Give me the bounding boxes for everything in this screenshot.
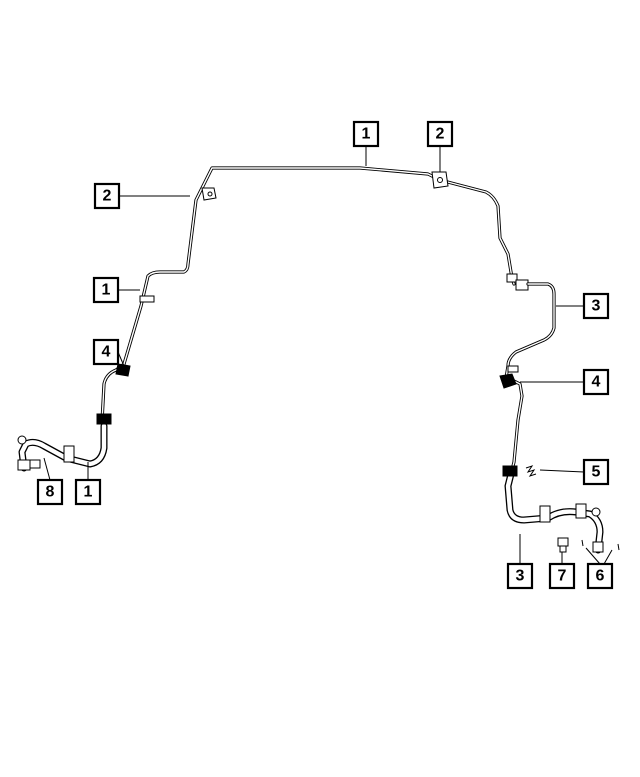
callout-label: 1 <box>362 126 371 143</box>
right-flex-hose <box>502 465 604 554</box>
callout-label: 4 <box>102 344 111 361</box>
callout-6: 6 <box>586 562 614 590</box>
callout-label: 7 <box>558 568 567 585</box>
callout-7: 7 <box>548 562 576 590</box>
callout-4-left: 4 <box>92 338 120 366</box>
tube-clip-4-left <box>115 363 131 377</box>
callout-4-right: 4 <box>582 368 610 396</box>
part-6-washers <box>581 539 620 551</box>
callout-3-right: 3 <box>582 292 610 320</box>
callout-1-left: 1 <box>92 276 120 304</box>
left-flex-hose <box>17 413 112 472</box>
callout-8: 8 <box>36 478 64 506</box>
callout-1-bottom: 1 <box>74 478 102 506</box>
callout-2-left: 2 <box>93 182 121 210</box>
part-5-clip <box>525 465 537 477</box>
tube-bracket-right <box>431 160 449 189</box>
callout-label: 2 <box>103 188 112 205</box>
callout-label: 3 <box>592 298 601 315</box>
callout-2-top: 2 <box>426 120 454 148</box>
callout-label: 5 <box>592 464 601 481</box>
tube-clip-left <box>201 187 217 201</box>
tube-tag-left <box>139 295 155 303</box>
main-brake-tube <box>100 166 516 424</box>
callout-label: 3 <box>516 568 525 585</box>
leader-lines <box>43 146 613 565</box>
callout-label: 2 <box>436 126 445 143</box>
callout-1-top: 1 <box>352 120 380 148</box>
callout-3-bottom: 3 <box>506 562 534 590</box>
callout-label: 4 <box>592 374 601 391</box>
part-7-bolt <box>557 537 569 553</box>
callout-5: 5 <box>582 458 610 486</box>
tube-clip-4-right <box>499 365 519 389</box>
right-brake-tube <box>504 282 556 472</box>
callout-label: 8 <box>46 484 55 501</box>
callout-label: 6 <box>596 568 605 585</box>
part-8-bolt <box>29 459 41 469</box>
callout-label: 1 <box>102 282 111 299</box>
callout-label: 1 <box>84 484 93 501</box>
tube-fitting-right <box>506 273 529 291</box>
